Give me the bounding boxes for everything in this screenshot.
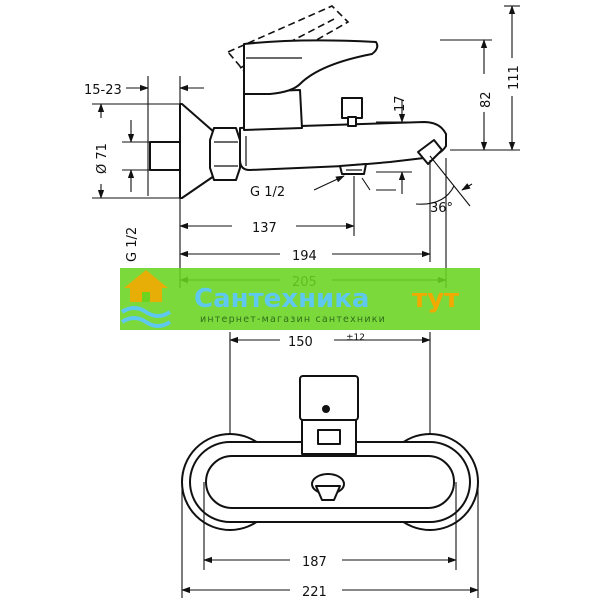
wall-pipe (149, 141, 181, 171)
diverter-stem (347, 116, 357, 127)
angle-leg (429, 155, 471, 207)
watermark-tagline: интернет-магазин сантехники (200, 314, 386, 325)
watermark-band (120, 268, 480, 330)
side-view: 15-23 Ø 71 G 1/2 17 G 1/2 82 111 (84, 5, 522, 290)
spout-aerator (417, 139, 443, 165)
dim-thread-vertical-label: G 1/2 (125, 227, 140, 262)
eccentric-nut (209, 127, 241, 181)
handle-indicator-dot (322, 405, 330, 413)
diverter-knob (341, 97, 363, 119)
watermark: Сантехника тут интернет-магазин сантехни… (120, 268, 480, 330)
cartridge-column (243, 89, 303, 131)
dim-angle-label: 36° (430, 201, 453, 216)
dim-17-label: 17 (393, 95, 408, 112)
dim-150-label: 150 (288, 335, 313, 350)
dim-194-label: 194 (292, 249, 317, 264)
dim-82-label: 82 (479, 91, 494, 108)
dim-187-label: 187 (302, 555, 327, 570)
lever-raised-outline (226, 5, 350, 80)
dim-thread-horizontal-label: G 1/2 (250, 185, 285, 200)
dim-g12-leader-left (313, 175, 345, 191)
dim-diameter-label: Ø 71 (95, 143, 110, 174)
front-diverter (317, 429, 341, 445)
wall-rosette (179, 103, 215, 199)
watermark-brand-main: Сантехника (194, 284, 369, 314)
dim-111-label: 111 (507, 65, 522, 90)
dim-offset-label: 15-23 (84, 83, 122, 98)
hose-outlet (339, 163, 367, 175)
angle-arc (415, 185, 455, 205)
dim-g12-leader-right (361, 177, 371, 191)
angle-arrow (461, 183, 473, 191)
lever-handle (243, 39, 379, 95)
dim-150-tolerance: ±12 (346, 333, 365, 343)
aerator-front (315, 485, 341, 501)
dim-221-label: 221 (302, 585, 327, 600)
dim-137-label: 137 (252, 221, 277, 236)
front-handle (299, 375, 359, 421)
watermark-brand-accent: тут (412, 284, 459, 314)
front-view: 150 ±12 187 221 (181, 332, 479, 600)
lever-raised-inner (239, 17, 337, 69)
house-logo-icon (120, 270, 172, 328)
